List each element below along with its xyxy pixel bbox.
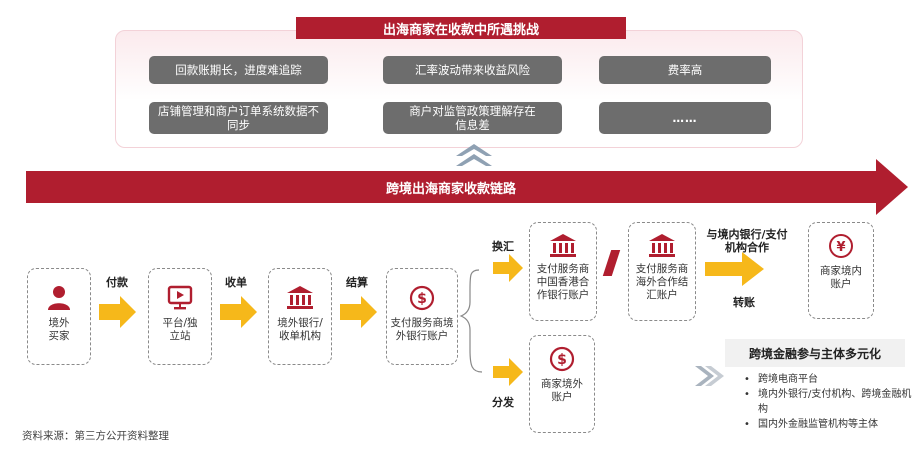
svg-text:$: $	[557, 352, 567, 368]
node-label: 境外银行/收单机构	[277, 317, 323, 342]
node-label: 平台/独立站	[162, 317, 198, 342]
node-label: 商家境外账户	[541, 378, 583, 403]
challenge-item: 汇率波动带来收益风险	[383, 56, 562, 84]
node-overseas-bank: 境外银行/收单机构	[268, 268, 332, 365]
node-psp-overseas: $ 支付服务商境外银行账户	[386, 268, 458, 365]
info-item: 境内外银行/支付机构、跨境金融机构	[744, 387, 914, 417]
node-label: 支付服务商中国香港合作银行账户	[536, 263, 590, 301]
label-acquire: 收单	[225, 276, 247, 289]
node-overseas-account: $ 商家境外账户	[529, 335, 595, 433]
challenge-item: 店铺管理和商户订单系统数据不同步	[149, 102, 328, 134]
info-heading: 跨境金融参与主体多元化	[725, 339, 905, 367]
info-list: 跨境电商平台 境内外银行/支付机构、跨境金融机构 国内外金融监管机构等主体	[744, 372, 914, 432]
label-settle: 结算	[346, 276, 368, 289]
bank-icon	[287, 286, 313, 309]
chain-arrow-tip	[876, 159, 908, 215]
person-icon	[48, 286, 70, 310]
arrow-settle	[340, 296, 377, 328]
chain-title-bar: 跨境出海商家收款链路	[26, 171, 876, 203]
challenge-item: 回款账期长，进度难追踪	[149, 56, 328, 84]
label-distribute: 分发	[492, 396, 514, 409]
challenge-item: 商户对监管政策理解存在信息差	[383, 102, 562, 134]
dollar-coin-icon: $	[549, 346, 575, 372]
yuan-coin-icon: ¥	[829, 234, 853, 258]
challenges-title: 出海商家在收款中所遇挑战	[296, 17, 626, 39]
up-chevron-icon	[456, 144, 492, 166]
node-label: 支付服务商海外合作结汇账户	[635, 263, 689, 301]
node-label: 境外买家	[48, 317, 70, 342]
svg-text:$: $	[417, 291, 427, 307]
info-item: 国内外金融监管机构等主体	[744, 417, 914, 432]
node-label: 支付服务商境外银行账户	[390, 317, 454, 342]
source-note: 资料来源：第三方公开资料整理	[22, 430, 169, 442]
info-chevron	[695, 366, 714, 386]
bank-icon	[550, 234, 576, 257]
node-domestic-account: ¥ 商家境内账户	[808, 222, 874, 319]
label-pay: 付款	[106, 276, 128, 289]
dollar-coin-icon: $	[409, 285, 435, 311]
arrow-distribute	[493, 358, 523, 386]
arrow-exchange	[493, 254, 523, 282]
monitor-play-icon	[167, 285, 193, 310]
node-hk-coop: 支付服务商中国香港合作银行账户	[529, 222, 597, 321]
arrow-pay	[99, 296, 136, 328]
challenge-item: ……	[599, 102, 771, 134]
label-cooperate: 与境内银行/支付机构合作	[706, 228, 788, 254]
label-exchange: 换汇	[492, 240, 514, 253]
arrow-transfer	[705, 252, 764, 286]
svg-text:¥: ¥	[836, 240, 845, 255]
arrow-acquire	[220, 296, 257, 328]
info-item: 跨境电商平台	[744, 372, 914, 387]
branch-bracket	[459, 269, 483, 373]
bank-icon	[649, 234, 675, 257]
node-buyer: 境外买家	[27, 268, 91, 365]
node-platform: 平台/独立站	[148, 268, 212, 365]
challenge-item: 费率高	[599, 56, 771, 84]
node-overseas-settle: 支付服务商海外合作结汇账户	[628, 222, 696, 321]
info-chevron	[705, 366, 724, 386]
label-transfer: 转账	[733, 296, 755, 309]
node-label: 商家境内账户	[820, 265, 862, 290]
